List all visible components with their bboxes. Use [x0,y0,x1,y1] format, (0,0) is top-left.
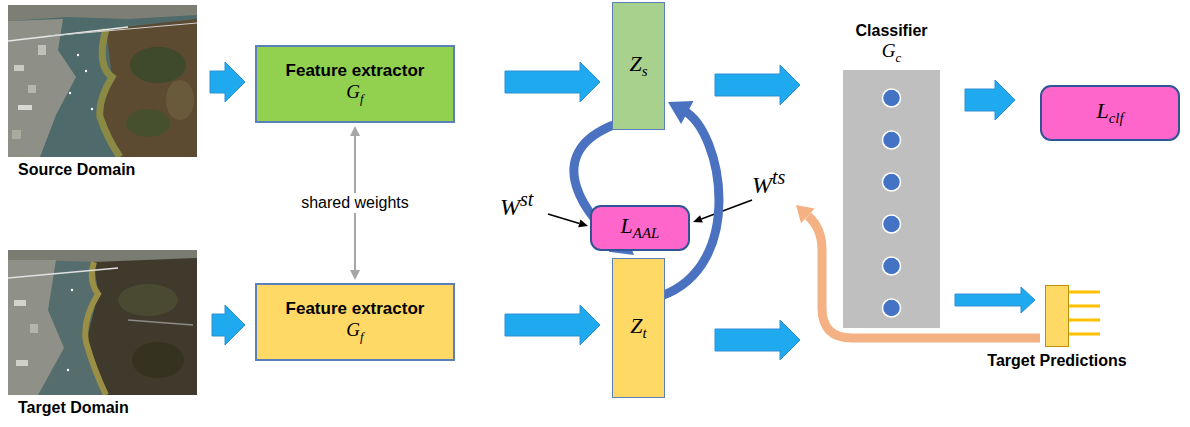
text-line: Feature extractor [286,299,425,319]
arrow-head [350,126,360,136]
text-group: Zs [613,3,664,129]
text-line: Gc [855,40,927,66]
node-text: Feature extractor [286,61,425,80]
target-image: Target Domain [8,250,197,395]
connector [505,305,600,345]
math-index: st [520,188,533,210]
node-text: Source Domain [18,161,135,178]
loss-box: LAAL [590,205,690,251]
text-line: Classifier [855,22,927,40]
node-text: Target Predictions [987,352,1126,369]
text-line: LAAL [621,213,660,242]
feature-vector-box: Zt [612,258,665,398]
leader-line [701,200,752,219]
connector [505,62,600,102]
arrow-head [350,270,360,280]
text-line: Gf [346,81,363,107]
connector [965,80,1015,120]
node-text: Gc [882,40,901,61]
prediction-bar: Target Predictions [1045,285,1069,347]
block-arrow [955,287,1035,313]
text-line: Zs [629,51,647,80]
text-group: Target Predictions [987,352,1126,370]
feature-extractor-box: Feature extractorGf [255,45,455,123]
block-arrow [505,305,600,345]
source-image: Source Domain [8,5,197,157]
math-index: ts [772,166,785,188]
edge-label: shared weights [298,193,412,213]
node-text: Classifier [855,22,927,39]
connector [212,305,245,345]
transfer-curve [661,111,719,296]
connector [210,62,245,102]
node-text: Feature extractor [286,299,425,318]
feature-vector-box: Zs [612,2,665,130]
math-index: t [643,326,647,342]
connector [715,320,800,360]
classifier-box: ClassifierGc [843,70,940,328]
math-index: AAL [633,226,660,242]
block-arrow [505,62,600,102]
node-text: Zt [630,313,646,338]
node-text: Gf [346,319,363,340]
math-index: clf [1109,111,1124,127]
feedback-head [796,205,815,223]
text-group: Target Domain [18,399,129,417]
block-arrow [210,62,245,102]
math-index: f [360,329,364,344]
leader-head [578,220,588,228]
text-line: Feature extractor [286,61,425,81]
feature-extractor-box: Feature extractorGf [255,283,455,361]
block-arrow [715,65,800,105]
connector [715,65,800,105]
math-index: c [895,50,901,65]
edge-label: Wst [500,188,533,221]
node-text: Zs [629,51,647,76]
node-text: Lclf [1096,98,1123,123]
block-arrow [212,305,245,345]
arrow-head [668,101,694,124]
leader-line [548,214,579,223]
text-line: Target Domain [18,399,129,417]
loss-box: Lclf [1040,85,1180,141]
satellite-image [8,250,197,395]
text-line: Target Predictions [987,352,1126,370]
connector [661,101,719,296]
text-line: Lclf [1096,98,1123,127]
node-text: Target Domain [18,399,129,416]
text-group: Source Domain [18,161,135,179]
leader-head [693,215,703,222]
math-index: f [360,91,364,106]
node-text: LAAL [621,213,660,238]
edge-label: Wts [752,166,785,199]
text-line: Source Domain [18,161,135,179]
text-group: Lclf [1042,87,1178,139]
node-text: Gf [346,81,363,102]
satellite-image [8,5,197,157]
text-line: Gf [346,319,363,345]
math-index: s [642,64,648,80]
text-line: Zt [630,313,646,342]
classifier-neurons [843,70,940,328]
block-arrow [715,320,800,360]
text-group: Feature extractorGf [257,47,453,121]
text-group: ClassifierGc [855,22,927,66]
block-arrow [965,80,1015,120]
text-group: Zt [613,259,664,397]
text-group: LAAL [592,207,688,249]
text-group: Feature extractorGf [257,285,453,359]
connector [955,287,1035,313]
